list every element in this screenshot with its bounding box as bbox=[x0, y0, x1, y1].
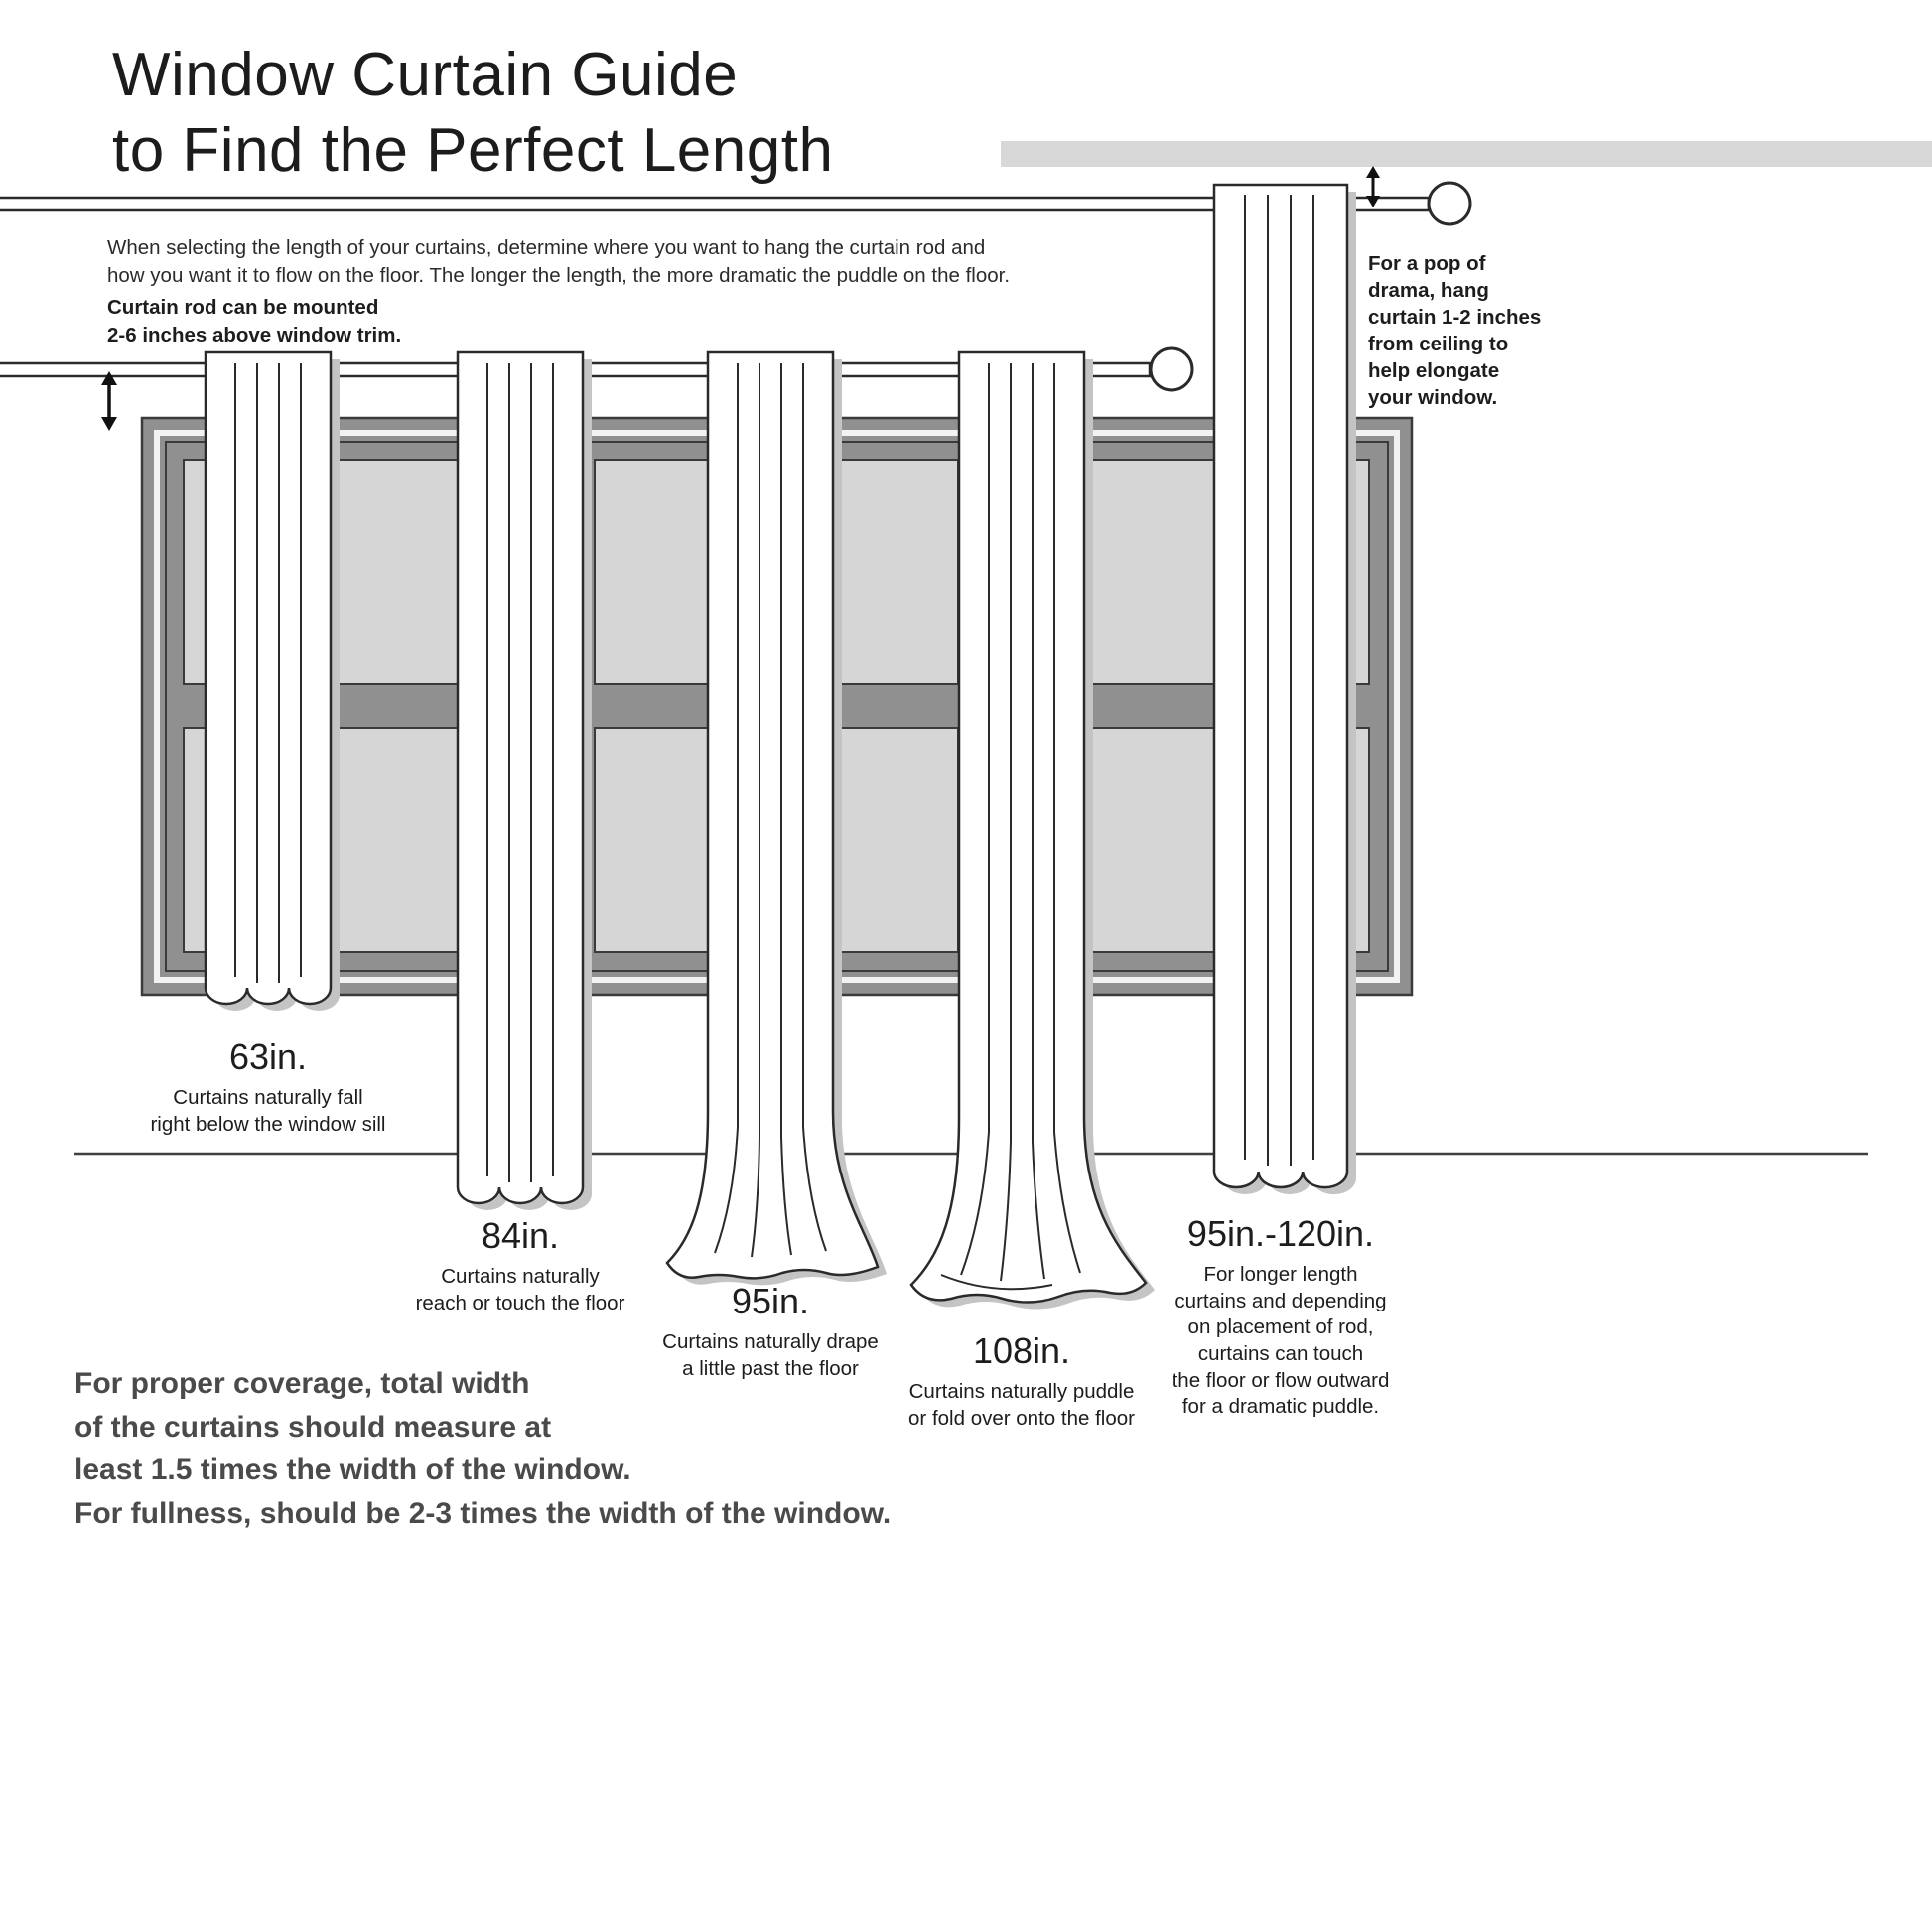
curtain-95-length: 95in. bbox=[731, 1281, 810, 1321]
intro-text: When selecting the length of your curtai… bbox=[107, 236, 1011, 287]
lower-rod-finial-icon bbox=[1149, 346, 1194, 392]
curtain-84-caption: Curtains naturally reach or touch the fl… bbox=[415, 1265, 625, 1314]
curtain-108in-illustration bbox=[909, 350, 1155, 1310]
curtain-95-120-caption: For longer length curtains and depending… bbox=[1172, 1263, 1390, 1419]
upper-curtain-rod bbox=[0, 181, 1472, 226]
curtain-63in-illustration bbox=[204, 350, 340, 1011]
curtain-95-caption: Curtains naturally drape a little past t… bbox=[662, 1330, 879, 1380]
curtain-108-length: 108in. bbox=[972, 1330, 1071, 1371]
mount-height-arrow-icon bbox=[101, 371, 117, 431]
curtain-84-length: 84in. bbox=[481, 1215, 560, 1256]
curtain-108-label: 108in. Curtains naturally puddle or fold… bbox=[853, 1330, 1190, 1432]
ceiling-accent-bar bbox=[1001, 141, 1932, 167]
curtain-95-120-label: 95in.-120in. For longer length curtains … bbox=[1112, 1213, 1449, 1421]
curtain-84-label: 84in. Curtains naturally reach or touch … bbox=[351, 1215, 689, 1316]
curtain-108-caption: Curtains naturally puddle or fold over o… bbox=[908, 1380, 1135, 1430]
curtain-95-120-length: 95in.-120in. bbox=[1186, 1213, 1375, 1254]
curtain-63-caption: Curtains naturally fall right below the … bbox=[150, 1086, 386, 1136]
upper-rod-finial-icon bbox=[1427, 181, 1472, 226]
curtain-84in-illustration bbox=[456, 350, 592, 1210]
curtain-63-label: 63in. Curtains naturally fall right belo… bbox=[99, 1036, 437, 1138]
curtain-63-length: 63in. bbox=[228, 1036, 308, 1077]
ceiling-gap-arrow-icon bbox=[1366, 166, 1380, 207]
curtain-95-120in-illustration bbox=[1212, 183, 1356, 1195]
ceiling-drama-note: For a pop of drama, hang curtain 1-2 inc… bbox=[1368, 252, 1542, 410]
page-title: Window Curtain Guide to Find the Perfect… bbox=[112, 41, 834, 185]
curtain-95-label: 95in. Curtains naturally drape a little … bbox=[602, 1281, 939, 1382]
curtain-95in-illustration bbox=[665, 350, 887, 1286]
coverage-note: For proper coverage, total width of the … bbox=[74, 1367, 892, 1530]
rod-mount-note: Curtain rod can be mounted 2-6 inches ab… bbox=[107, 296, 402, 346]
puddle-fold-line bbox=[940, 1274, 1053, 1291]
